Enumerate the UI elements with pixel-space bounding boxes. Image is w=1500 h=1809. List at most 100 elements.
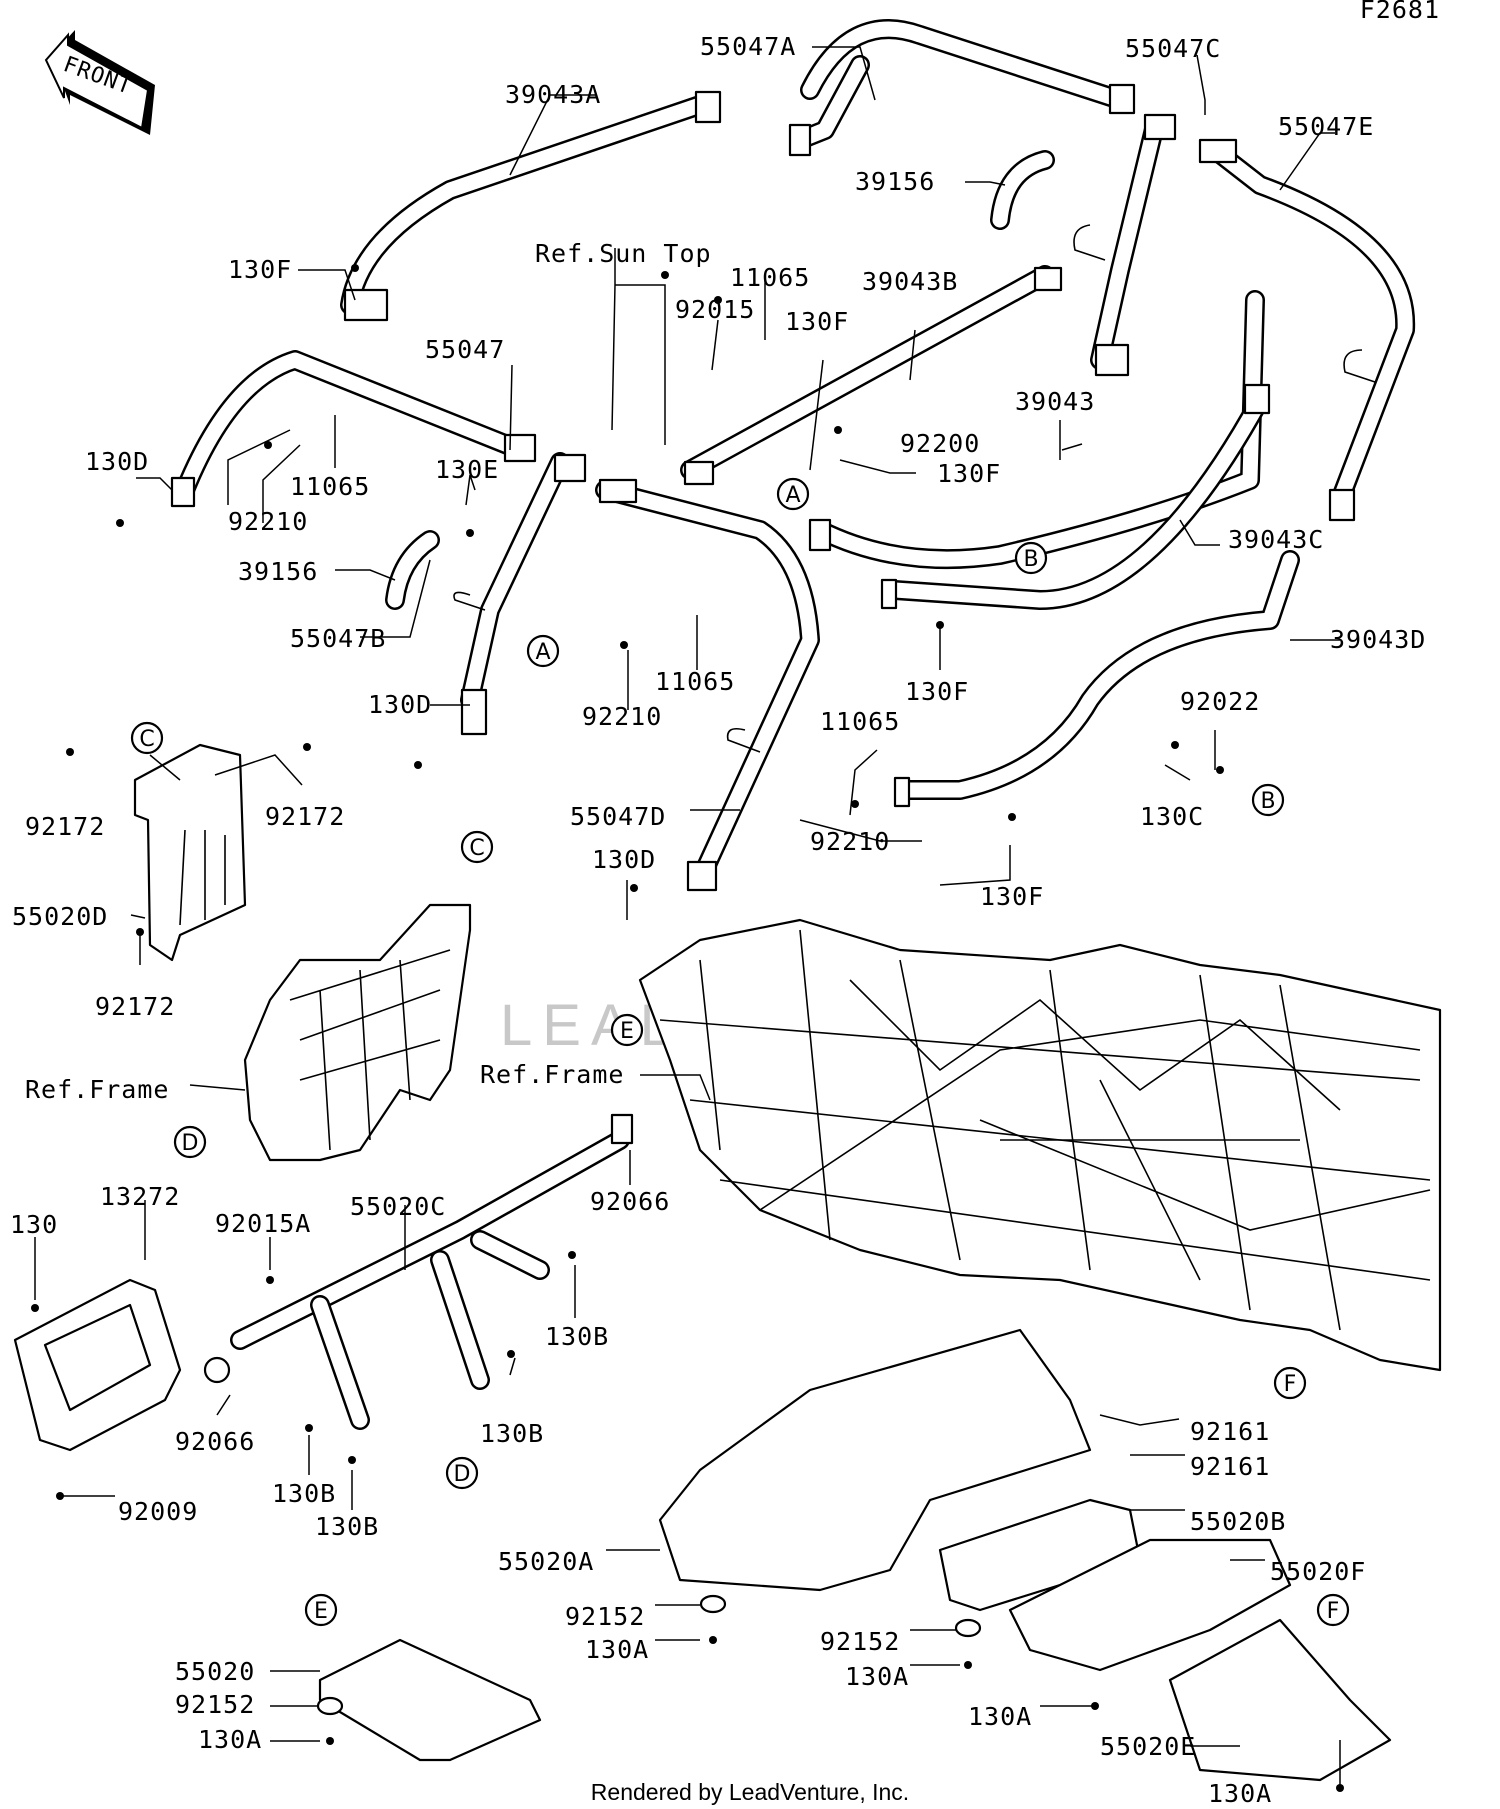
guard-55020D (133, 743, 247, 962)
callout-b-2: B (1251, 783, 1285, 817)
label-55047C: 55047C (1125, 34, 1221, 63)
label-11065-c: 11065 (655, 667, 735, 696)
label-92066-b: 92066 (175, 1427, 255, 1456)
svg-text:D: D (454, 1462, 471, 1487)
label-55020: 55020 (175, 1657, 255, 1686)
callout-f-1: F (1273, 1366, 1307, 1400)
svg-text:C: C (139, 727, 154, 752)
label-130D-c: 130D (592, 845, 656, 874)
frame-assembly (638, 918, 1442, 1372)
label-11065-a: 11065 (730, 263, 810, 292)
label-39043A: 39043A (505, 80, 601, 109)
bumper-55020C (230, 1113, 634, 1430)
label-130A-e: 130A (1208, 1779, 1272, 1808)
callout-c-1: C (130, 721, 164, 755)
callout-markers: A A B B C C D D E E F F (130, 477, 1350, 1627)
label-130F-a: 130F (228, 255, 292, 284)
label-39043D: 39043D (1330, 625, 1426, 654)
label-130E: 130E (435, 455, 499, 484)
label-11065-d: 11065 (820, 707, 900, 736)
svg-text:B: B (1260, 789, 1275, 814)
label-55020D: 55020D (12, 902, 108, 931)
label-92015A: 92015A (215, 1209, 311, 1238)
callout-d-1: D (173, 1125, 207, 1159)
leader-lines (34, 46, 1341, 1785)
svg-text:C: C (469, 836, 484, 861)
diagram-id: F2681 (1360, 0, 1440, 24)
svg-text:B: B (1023, 547, 1038, 572)
svg-text:E: E (620, 1019, 634, 1044)
label-130B-b: 130B (480, 1419, 544, 1448)
skid-plate-13272 (13, 1278, 182, 1452)
label-130B-a: 130B (545, 1322, 609, 1351)
label-55020E: 55020E (1100, 1732, 1196, 1761)
label-92152-b: 92152 (820, 1627, 900, 1656)
label-55047B: 55047B (290, 624, 386, 653)
label-39156-left: 39156 (238, 557, 318, 586)
label-92066-a: 92066 (590, 1187, 670, 1216)
label-39156-top: 39156 (855, 167, 935, 196)
label-55020A: 55020A (498, 1547, 594, 1576)
label-55020B: 55020B (1190, 1507, 1286, 1536)
label-130C: 130C (1140, 802, 1204, 831)
label-39043B: 39043B (862, 267, 958, 296)
svg-text:F: F (1327, 1599, 1340, 1624)
label-39043: 39043 (1015, 387, 1095, 416)
skid-plates-group (318, 1328, 1392, 1782)
label-92009: 92009 (118, 1497, 198, 1526)
label-92152-a: 92152 (565, 1602, 645, 1631)
skid-plate-55020A (658, 1328, 1092, 1592)
label-130F-e: 130F (980, 882, 1044, 911)
callout-d-2: D (445, 1456, 479, 1490)
label-92161-b: 92161 (1190, 1452, 1270, 1481)
svg-text:F: F (1284, 1372, 1297, 1397)
svg-text:E: E (314, 1599, 328, 1624)
label-11065-b: 11065 (290, 472, 370, 501)
label-130: 130 (10, 1210, 58, 1239)
label-55047A: 55047A (700, 32, 796, 61)
callout-f-2: F (1316, 1593, 1350, 1627)
callout-c-2: C (460, 830, 494, 864)
label-92022: 92022 (1180, 687, 1260, 716)
footer-credit: Rendered by LeadVenture, Inc. (591, 1779, 909, 1805)
label-55047: 55047 (425, 335, 505, 364)
label-130F-d: 130F (905, 677, 969, 706)
label-92200: 92200 (900, 429, 980, 458)
skid-plate-55020F (1008, 1538, 1292, 1672)
skid-plate-55020E (1168, 1618, 1392, 1782)
label-92015: 92015 (675, 295, 755, 324)
label-39043C: 39043C (1228, 525, 1324, 554)
part-labels: 55047A 39043A 55047C 55047E 39156 130F R… (10, 32, 1426, 1808)
frame-small (243, 903, 472, 1162)
label-92210-b: 92210 (582, 702, 662, 731)
svg-text:D: D (182, 1131, 199, 1156)
label-ref-sun-top: Ref.Sun Top (535, 239, 712, 268)
label-55020C: 55020C (350, 1192, 446, 1221)
label-55020F: 55020F (1270, 1557, 1366, 1586)
label-130D-a: 130D (85, 447, 149, 476)
label-92210-c: 92210 (810, 827, 890, 856)
label-130B-c: 130B (272, 1479, 336, 1508)
label-92161-a: 92161 (1190, 1417, 1270, 1446)
label-ref-frame-right: Ref.Frame (480, 1060, 624, 1089)
callout-a-1: A (776, 477, 810, 511)
fastener-dots (31, 264, 1344, 1792)
label-130D-b: 130D (368, 690, 432, 719)
label-130A-d: 130A (198, 1725, 262, 1754)
label-92172-a: 92172 (25, 812, 105, 841)
label-130F-b: 130F (785, 307, 849, 336)
callout-a-2: A (526, 634, 560, 668)
label-92172-c: 92172 (95, 992, 175, 1021)
label-92210-a: 92210 (228, 507, 308, 536)
label-130A-a: 130A (585, 1635, 649, 1664)
callout-e-2: E (304, 1593, 338, 1627)
rollcage-group (170, 19, 1416, 892)
label-130B-d: 130B (315, 1512, 379, 1541)
label-130F-c: 130F (937, 459, 1001, 488)
front-arrow-icon: FRONT (44, 30, 155, 135)
label-13272: 13272 (100, 1182, 180, 1211)
label-130A-b: 130A (845, 1662, 909, 1691)
label-ref-frame-left: Ref.Frame (25, 1075, 169, 1104)
